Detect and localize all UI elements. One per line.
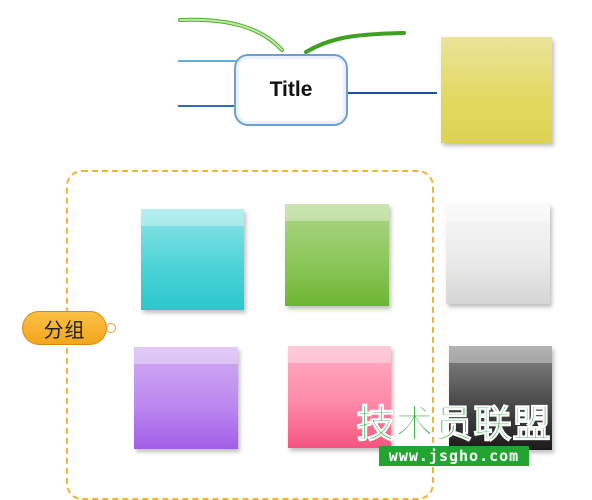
branch-green-top-right[interactable] (304, 31, 406, 54)
sticky-note-green[interactable] (285, 204, 389, 306)
branch-green-top-left-light (179, 18, 283, 51)
sticky-note-pink[interactable] (288, 346, 391, 448)
branch-green-top-left[interactable] (178, 17, 284, 52)
branch-lines (178, 17, 437, 107)
sticky-note-white[interactable] (446, 204, 550, 304)
central-topic-node[interactable]: Title (234, 54, 348, 126)
sticky-note-purple[interactable] (134, 347, 238, 449)
sticky-note-yellow[interactable] (441, 37, 552, 143)
group-label-text: 分组 (43, 319, 86, 342)
sticky-note-black[interactable] (449, 346, 552, 450)
sticky-note-cyan[interactable] (141, 209, 244, 310)
mind-map-canvas: Title 分组 技术员联盟 www.jsgho.com (22, 17, 552, 500)
central-topic-title: Title (269, 78, 313, 101)
site-watermark: 技术员联盟 www.jsgho.com (356, 404, 552, 466)
watermark-url: www.jsgho.com (378, 446, 530, 466)
group-label-tag[interactable]: 分组 (22, 311, 107, 345)
group-connector-dot (106, 323, 116, 333)
watermark-text: 技术员联盟 (356, 402, 552, 446)
